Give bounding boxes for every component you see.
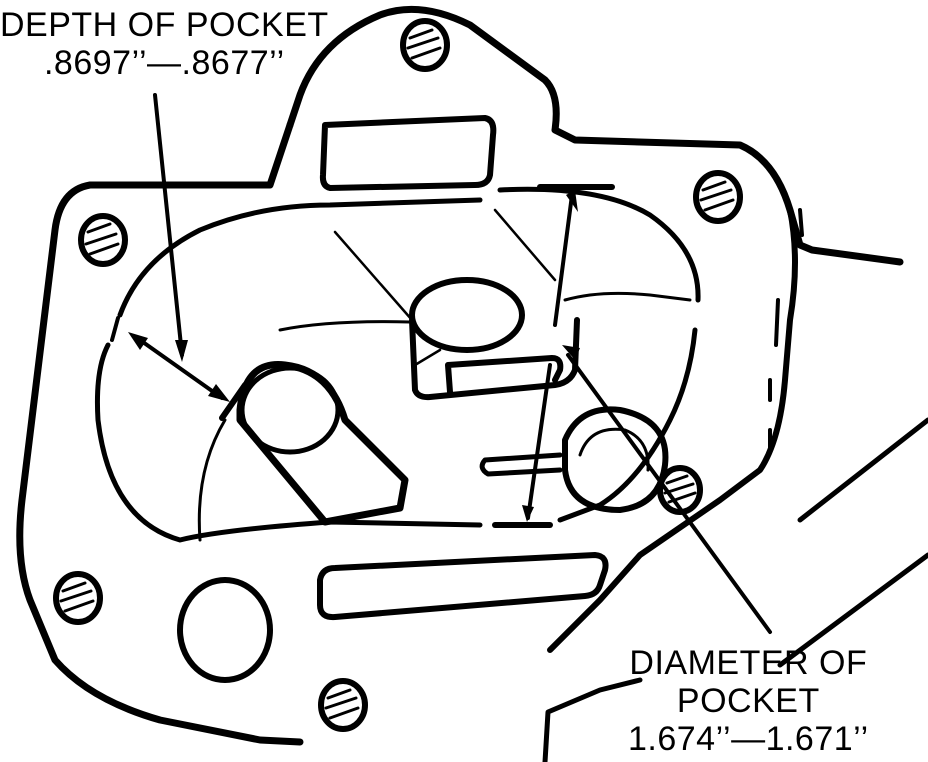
pocket-inner-curve — [197, 291, 692, 542]
diameter-of-pocket-callout: DIAMETER OF POCKET 1.674’’—1.671’’ — [628, 644, 869, 758]
depth-of-pocket-callout: DEPTH OF POCKET .8697’’—.8677’’ — [0, 6, 329, 82]
bottom-slot — [317, 552, 609, 621]
construction-lines — [333, 208, 557, 367]
depth-dimension-arrow — [110, 93, 248, 421]
housing-dashes — [768, 208, 804, 452]
diameter-of-pocket-title-line2: POCKET — [676, 682, 820, 720]
bolt-hole-lower-left — [53, 571, 103, 625]
diameter-of-pocket-value: 1.674’’—1.671’’ — [628, 720, 869, 758]
depth-of-pocket-value: .8697’’—.8677’’ — [43, 44, 285, 82]
housing-right-edge — [547, 207, 798, 653]
bolt-hole-top — [400, 18, 450, 72]
housing-lower-edge — [542, 417, 928, 762]
lower-left-hole — [177, 577, 273, 683]
center-port-ledge — [409, 317, 580, 401]
housing-outline — [286, 5, 904, 266]
bolt-hole-bottom — [318, 678, 368, 732]
gear-shaft-top — [239, 365, 341, 455]
housing-left-edge — [16, 121, 304, 746]
diameter-of-pocket-title-line1: DIAMETER OF — [629, 644, 868, 682]
pocket-outline — [94, 186, 701, 543]
bolt-hole-upper-left — [78, 213, 128, 267]
right-boss — [562, 406, 669, 513]
diameter-dimension-arrow — [492, 184, 772, 634]
bolt-hole-upper-right — [693, 170, 743, 224]
center-port — [409, 277, 525, 353]
right-slot — [479, 452, 563, 477]
depth-of-pocket-title: DEPTH OF POCKET — [0, 6, 329, 44]
top-slot — [319, 115, 497, 191]
